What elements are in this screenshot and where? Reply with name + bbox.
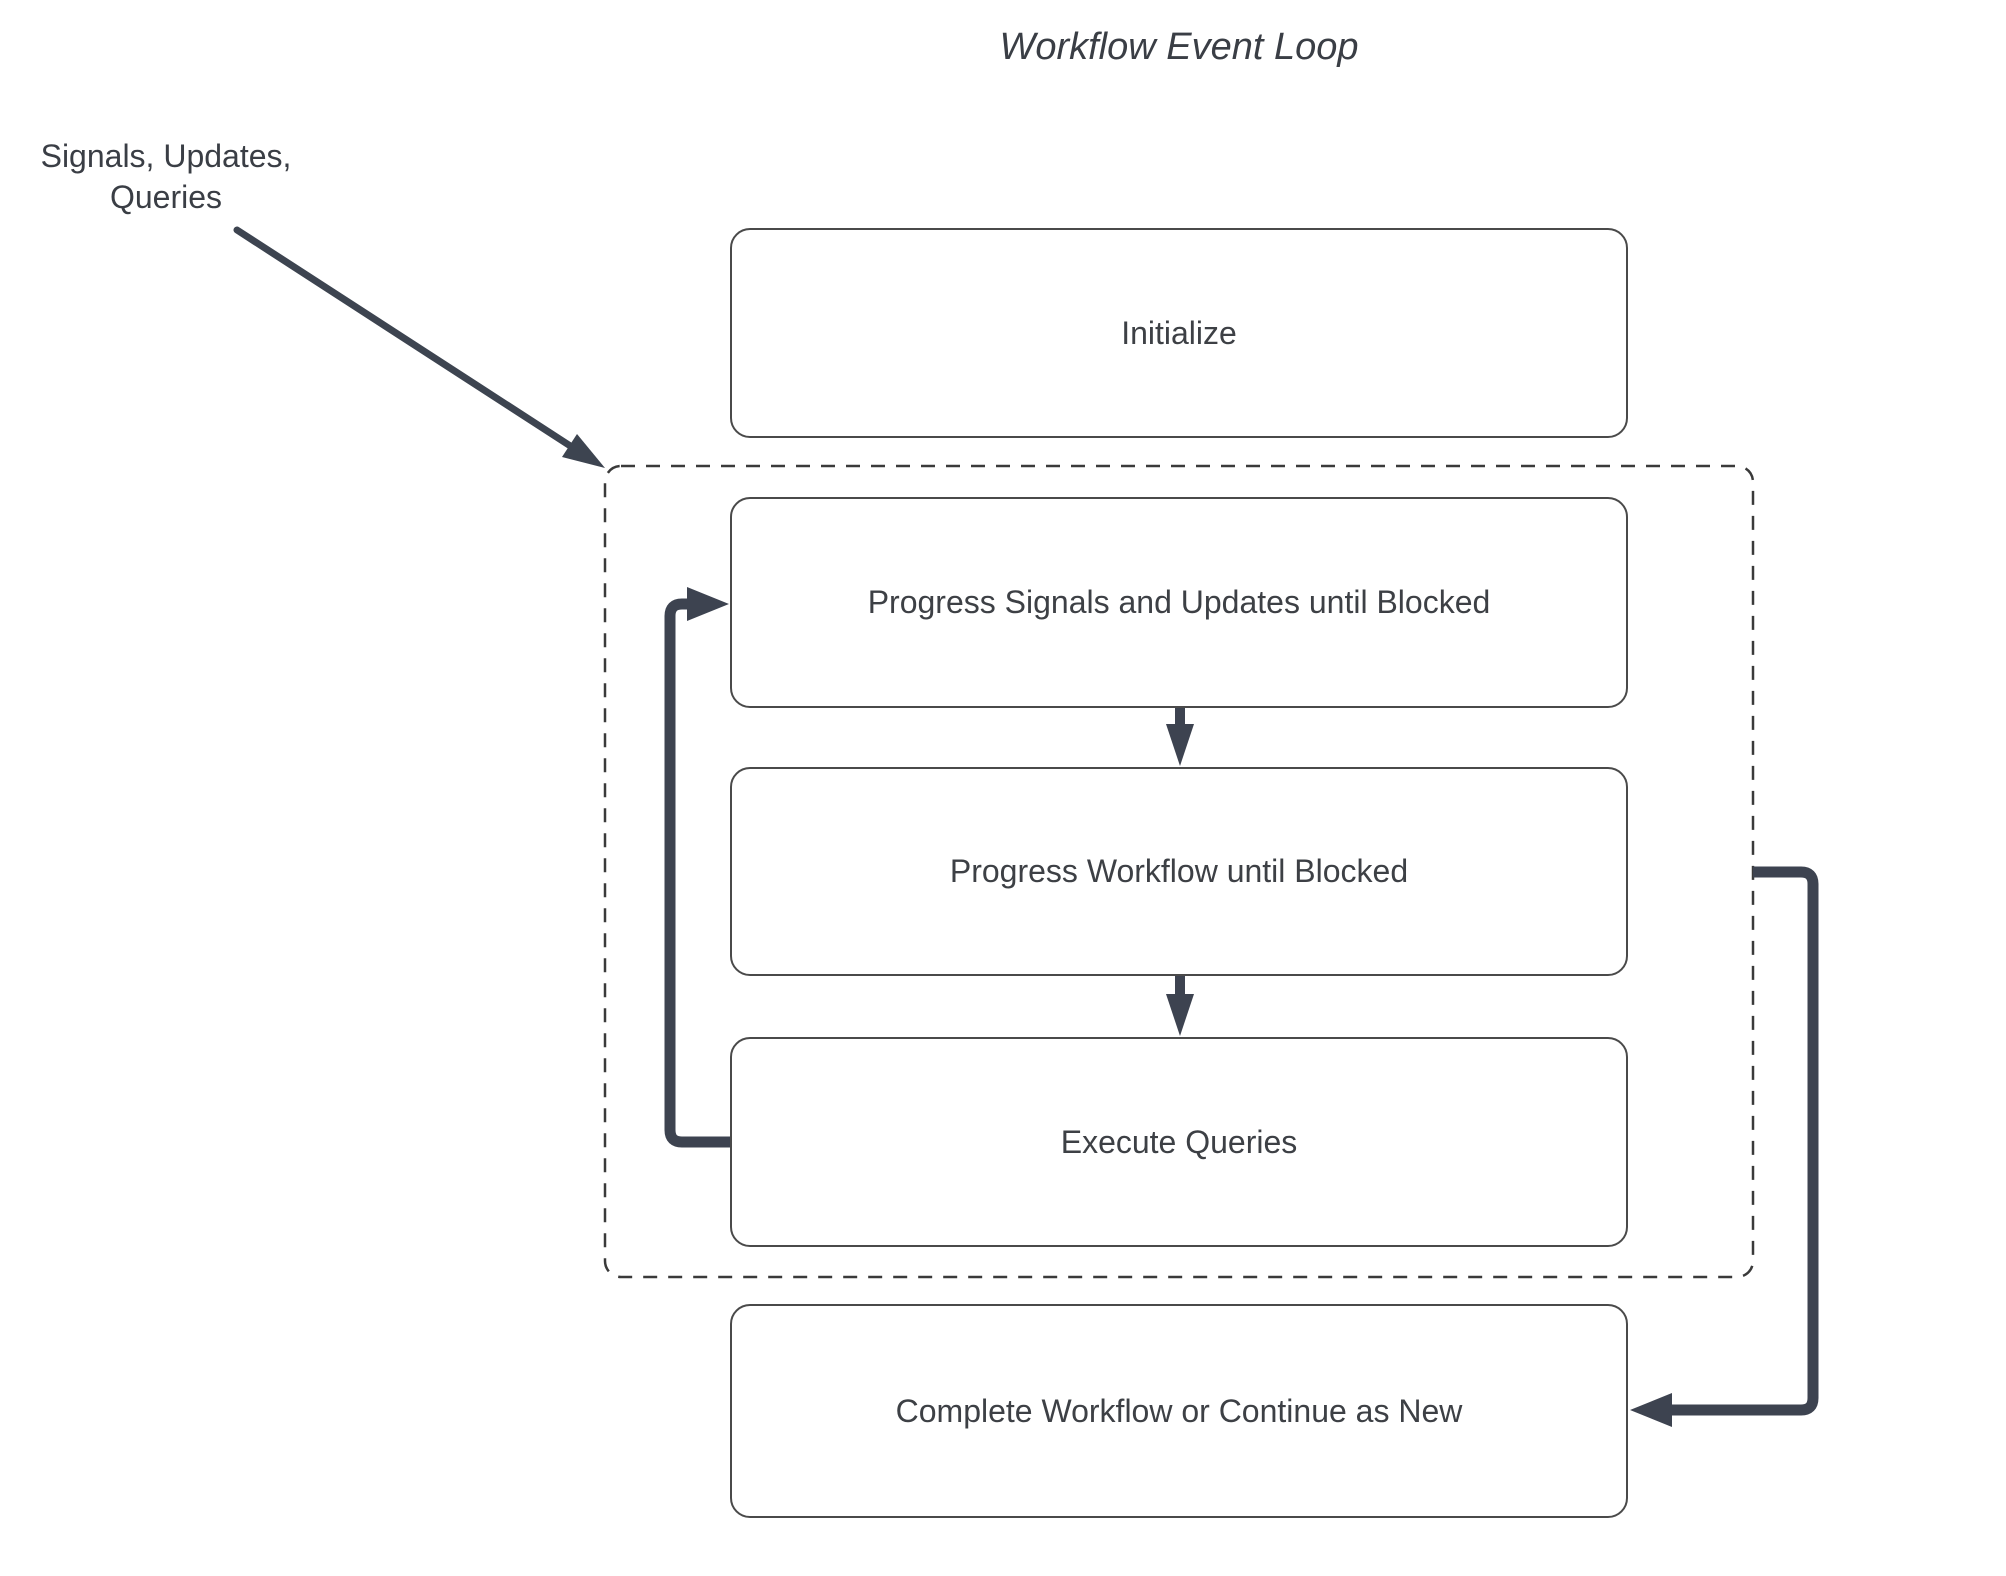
external-input-label: Signals, Updates, Queries xyxy=(16,136,316,218)
arrow-container-to-complete xyxy=(1630,866,1819,1427)
arrow-signals-to-workflow xyxy=(1166,708,1194,766)
arrow-workflow-to-queries xyxy=(1166,976,1194,1036)
down-arrowhead xyxy=(1166,994,1194,1036)
loop-arrow-queries-to-signals xyxy=(664,587,730,1148)
external-input-label-line2: Queries xyxy=(109,179,223,215)
elbow-arrowhead xyxy=(1630,1393,1672,1427)
node-progress-workflow: Progress Workflow until Blocked xyxy=(730,767,1628,976)
node-complete-workflow-label: Complete Workflow or Continue as New xyxy=(895,1392,1463,1429)
node-progress-workflow-label: Progress Workflow until Blocked xyxy=(949,853,1409,889)
external-input-label-line1: Signals, Updates, xyxy=(40,138,292,174)
external-input-arrowhead xyxy=(562,434,605,468)
node-execute-queries: Execute Queries xyxy=(730,1037,1628,1247)
diagram-title: Workflow Event Loop xyxy=(999,26,1359,68)
node-complete-workflow: Complete Workflow or Continue as New xyxy=(730,1304,1628,1518)
node-progress-signals-updates-label: Progress Signals and Updates until Block… xyxy=(867,584,1491,620)
node-execute-queries-label: Execute Queries xyxy=(1060,1123,1298,1160)
node-progress-signals-updates: Progress Signals and Updates until Block… xyxy=(730,497,1628,708)
loop-arrowhead xyxy=(687,587,729,621)
node-initialize: Initialize xyxy=(730,228,1628,438)
down-arrowhead xyxy=(1166,724,1194,766)
external-input-arrow xyxy=(233,226,605,468)
node-initialize-label: Initialize xyxy=(1121,314,1237,351)
